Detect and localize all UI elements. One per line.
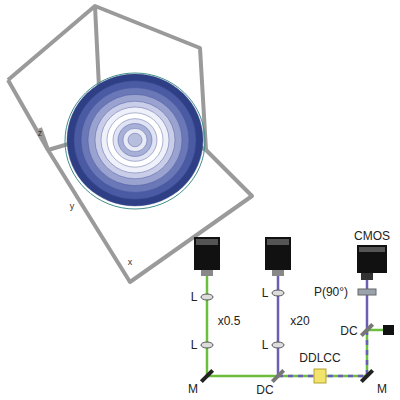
element-label: DDLCC <box>299 352 340 364</box>
axis-label: z <box>38 129 43 138</box>
axis-label: y <box>70 202 75 211</box>
surface-ring <box>107 113 163 167</box>
surface-ring <box>101 107 169 173</box>
camera-label: CMOS <box>354 230 390 242</box>
surface-ring <box>95 101 175 179</box>
lens-label: L <box>191 339 198 351</box>
surface-ring <box>81 88 189 193</box>
surface-edge <box>65 73 205 209</box>
magnification-label: x0.5 <box>218 315 241 327</box>
surface-ring <box>128 133 142 147</box>
mirror-label: M <box>188 383 198 395</box>
lens <box>201 290 284 348</box>
surface-ring <box>118 124 152 157</box>
axis-label: x <box>128 258 133 267</box>
ddlcc-element <box>314 369 326 383</box>
laser-source <box>194 237 220 276</box>
dichroic-label: DC <box>256 384 273 396</box>
lens-label: L <box>191 291 198 303</box>
surface-ring <box>123 128 147 151</box>
polarizer-label: P(90°) <box>314 286 348 298</box>
camera <box>357 245 387 280</box>
polarizer <box>358 289 376 295</box>
mirror-label: M <box>377 383 387 395</box>
mirror <box>200 323 374 383</box>
beam-dump <box>383 325 394 335</box>
surface-ring <box>88 94 182 185</box>
laser-source <box>265 237 291 276</box>
plot-frame <box>8 6 252 282</box>
dichroic-label: DC <box>340 325 357 337</box>
surface-ring <box>67 74 203 206</box>
lens-label: L <box>262 287 269 299</box>
beam-path <box>207 276 383 376</box>
ring-beam-surface <box>65 73 205 209</box>
lens-label: L <box>262 339 269 351</box>
surface-ring <box>74 81 196 199</box>
magnification-label: x20 <box>290 315 309 327</box>
surface-ring <box>113 119 157 162</box>
